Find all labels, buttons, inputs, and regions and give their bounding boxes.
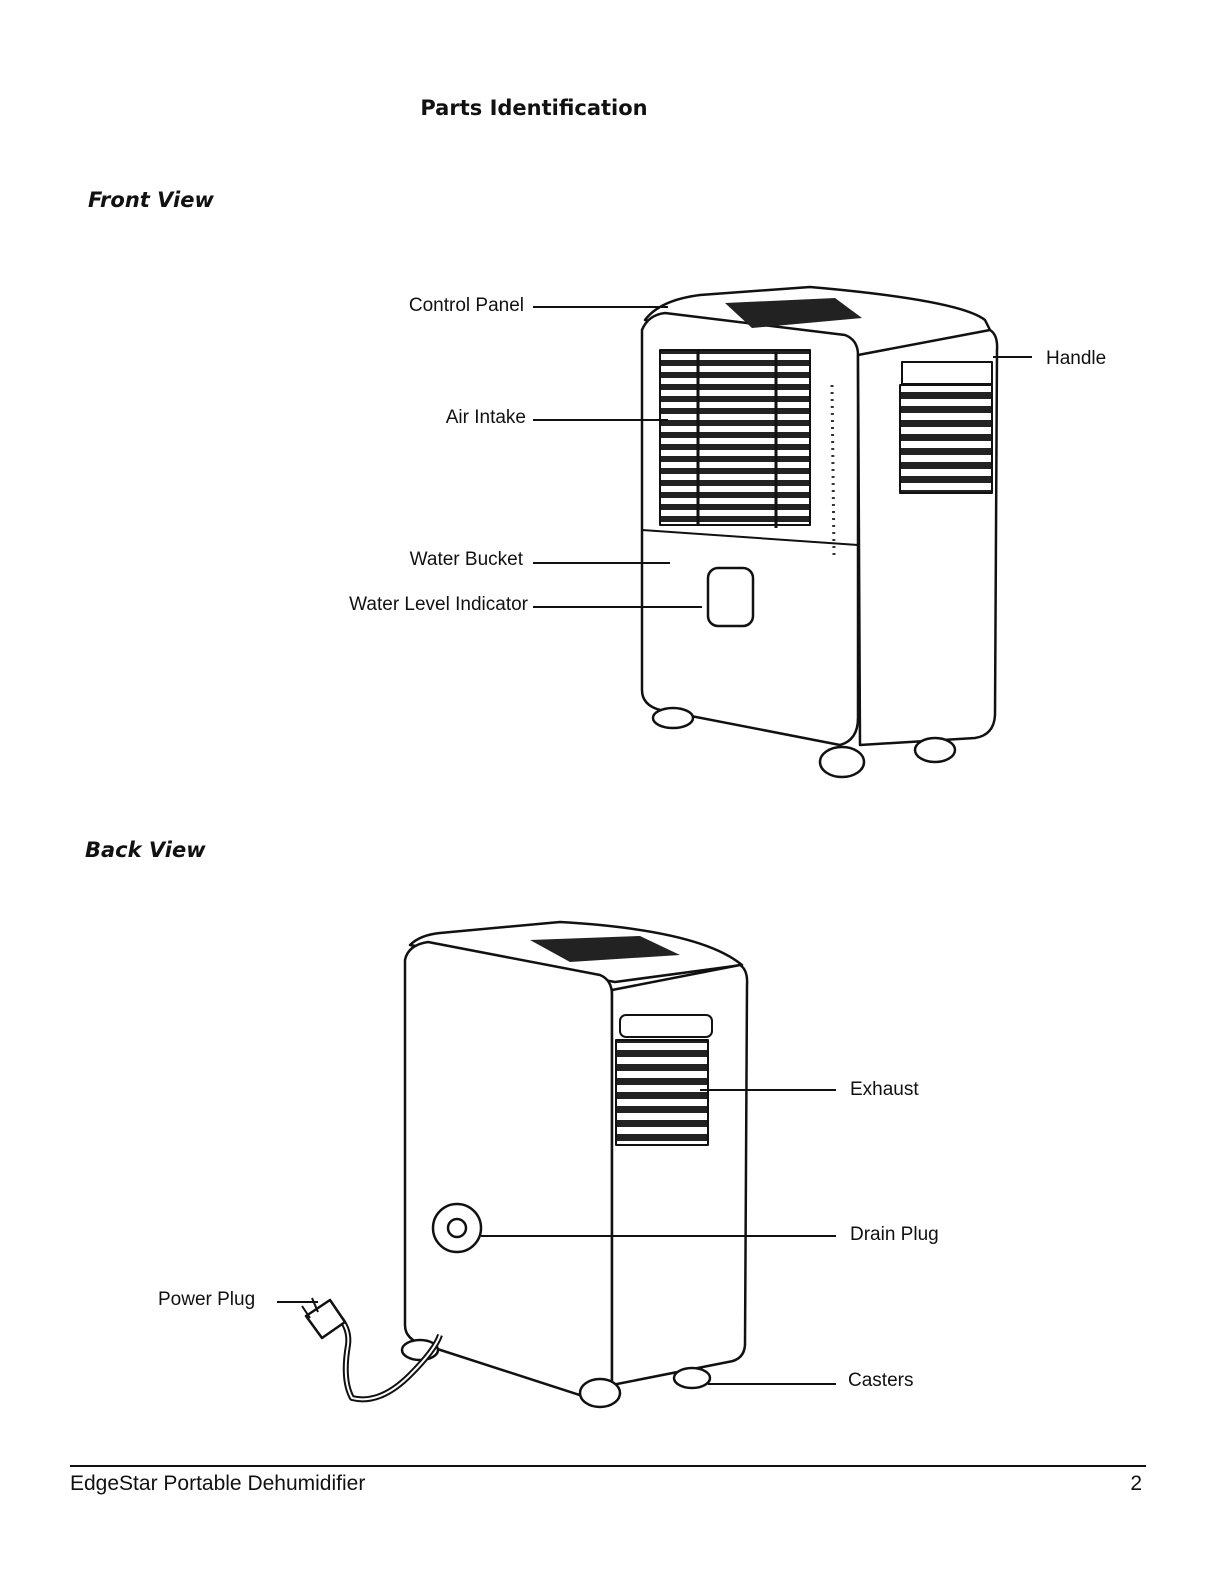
back-unit <box>301 920 749 1409</box>
footer-product-name: EdgeStar Portable Dehumidifier <box>70 1472 366 1495</box>
back-control-panel <box>530 936 680 962</box>
back-view-heading: Back View <box>85 838 206 862</box>
label-air-intake: Air Intake <box>445 407 526 428</box>
footer-page-number: 2 <box>1130 1472 1142 1495</box>
page-title: Parts Identification <box>420 96 648 120</box>
handle-slot <box>901 361 993 385</box>
label-exhaust: Exhaust <box>850 1079 919 1100</box>
front-view-heading: Front View <box>88 188 214 212</box>
label-drain-plug: Drain Plug <box>850 1224 939 1245</box>
water-level-window <box>706 566 755 628</box>
label-casters: Casters <box>848 1370 914 1391</box>
label-power-plug: Power Plug <box>158 1289 256 1310</box>
label-water-bucket: Water Bucket <box>409 549 523 570</box>
exhaust-vent <box>615 1039 709 1146</box>
control-panel-shape <box>725 298 862 328</box>
power-plug-shape <box>304 1298 347 1340</box>
air-intake-grill <box>659 349 811 526</box>
footer-divider <box>70 1465 1146 1467</box>
label-water-level-indicator: Water Level Indicator <box>349 594 528 615</box>
label-handle: Handle <box>1046 348 1107 369</box>
front-unit <box>640 285 999 779</box>
label-control-panel: Control Panel <box>408 295 524 316</box>
side-vent <box>899 384 993 494</box>
